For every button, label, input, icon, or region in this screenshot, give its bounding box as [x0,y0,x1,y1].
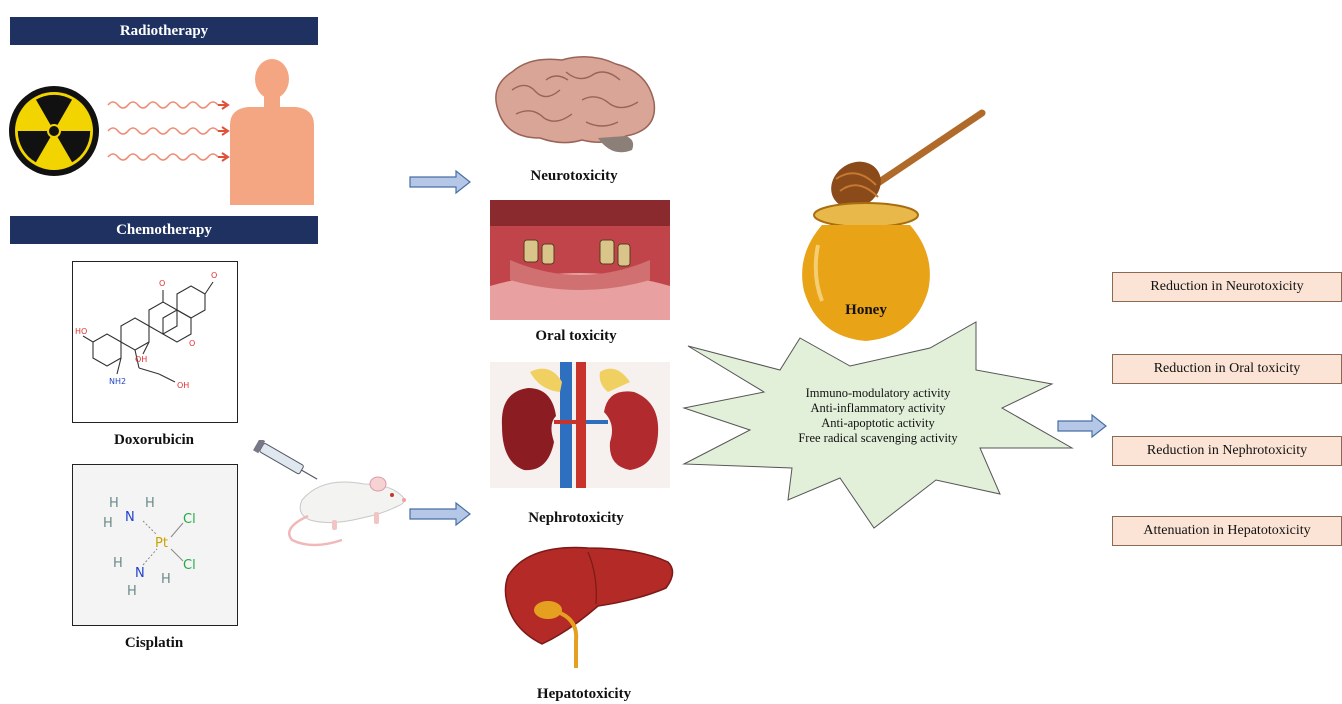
atom-h-2: H [145,496,155,511]
atom-n-1: N [125,510,135,525]
atom-cl-2: Cl [183,558,196,573]
nephrotoxicity-label: Nephrotoxicity [486,510,666,527]
radiation-icon [9,86,99,176]
neurotoxicity-label: Neurotoxicity [486,168,662,185]
atom-oh-1: OH [135,355,147,364]
mouth-icon [490,200,670,320]
doxorubicin-structure-frame: O O O OH OH HO NH2 [72,261,238,423]
oral-toxicity-label: Oral toxicity [486,328,666,345]
atom-h-1: H [109,496,119,511]
activity-free-radical-scavenging: Free radical scavenging activity [768,431,988,446]
cisplatin-label: Cisplatin [72,635,236,652]
radiotherapy-illustration [8,55,328,205]
atom-o-1: O [211,271,217,280]
atom-cl-1: Cl [183,512,196,527]
activity-anti-inflammatory: Anti-inflammatory activity [768,401,988,416]
honey-activities-list: Immuno-modulatory activity Anti-inflamma… [768,386,988,446]
atom-ho: HO [75,327,87,336]
hepatotoxicity-label: Hepatotoxicity [486,686,682,703]
atom-h-5: H [161,572,171,587]
outcome-hepatotoxicity: Attenuation in Hepatotoxicity [1112,516,1342,546]
radiation-waves-icon [108,101,228,161]
atom-o-3: O [189,339,195,348]
rat-injection-illustration [252,440,412,555]
arrow-to-toxicities-top [408,168,472,196]
atom-h-3: H [103,516,113,531]
rat-icon [289,477,406,545]
arrow-to-outcomes [1056,412,1108,440]
atom-h-4: H [113,556,123,571]
outcome-neurotoxicity: Reduction in Neurotoxicity [1112,272,1342,302]
radiotherapy-label: Radiotherapy [120,23,208,39]
honey-illustration [796,105,992,345]
syringe-icon [253,440,321,485]
doxorubicin-structure: O O O OH OH HO NH2 [73,262,237,422]
activity-immunomodulatory: Immuno-modulatory activity [768,386,988,401]
outcome-nephrotoxicity: Reduction in Nephrotoxicity [1112,436,1342,466]
liver-icon [488,536,684,674]
atom-n-2: N [135,566,145,581]
atom-o-2: O [159,279,165,288]
kidneys-icon [490,362,670,488]
outcome-oral-toxicity: Reduction in Oral toxicity [1112,354,1342,384]
activity-anti-apoptotic: Anti-apoptotic activity [768,416,988,431]
atom-oh-2: OH [177,381,189,390]
cisplatin-structure: H H H N Pt Cl Cl H N H H [73,465,237,625]
radiotherapy-header: Radiotherapy [10,17,318,45]
atom-pt: Pt [155,536,168,551]
brain-icon [486,50,662,160]
chemotherapy-header: Chemotherapy [10,216,318,244]
honey-label: Honey [838,302,894,319]
doxorubicin-label: Doxorubicin [72,432,236,449]
chemotherapy-label: Chemotherapy [116,222,212,238]
atom-h-6: H [127,584,137,599]
arrow-to-toxicities-bottom [408,500,472,528]
cisplatin-structure-frame: H H H N Pt Cl Cl H N H H [72,464,238,626]
human-silhouette-icon [230,59,314,205]
atom-nh2: NH2 [109,377,126,386]
